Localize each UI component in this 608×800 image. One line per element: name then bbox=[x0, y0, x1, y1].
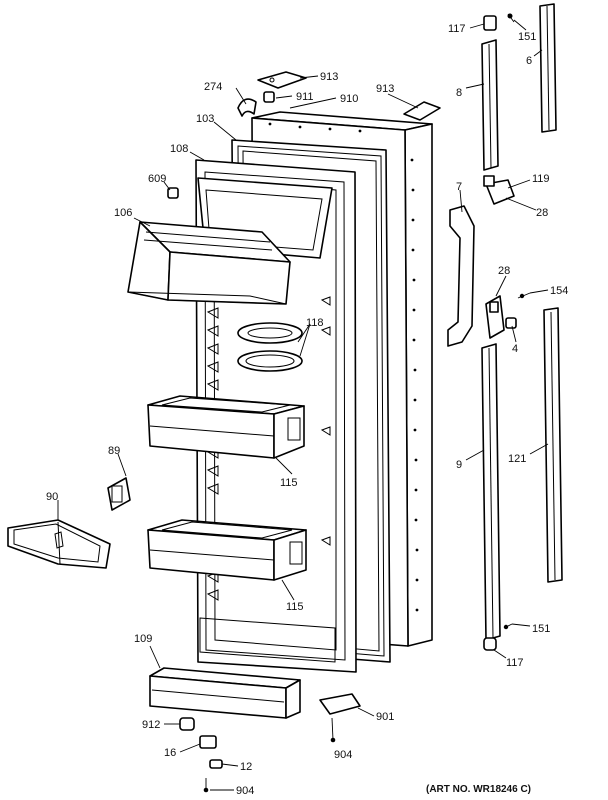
part-90-cover bbox=[7, 519, 111, 569]
label-16: 16 bbox=[164, 747, 176, 759]
label-28-lower: 28 bbox=[498, 265, 510, 277]
label-119: 119 bbox=[532, 173, 550, 185]
part-9-lower-channel bbox=[481, 343, 501, 641]
label-89: 89 bbox=[108, 445, 120, 457]
label-911: 911 bbox=[296, 91, 314, 103]
part-274-hinge bbox=[237, 98, 257, 117]
label-118: 118 bbox=[306, 317, 324, 329]
bottom-door-bin bbox=[149, 667, 301, 719]
label-117-bottom: 117 bbox=[506, 657, 524, 669]
art-number: (ART NO. WR18246 C) bbox=[426, 784, 531, 795]
label-12: 12 bbox=[240, 761, 252, 773]
label-103: 103 bbox=[196, 113, 214, 125]
part-904-screw-bottom bbox=[203, 778, 209, 793]
part-117-bottom bbox=[483, 637, 497, 651]
part-6-trim bbox=[539, 3, 557, 133]
door-bin-upper bbox=[147, 395, 305, 459]
label-106: 106 bbox=[114, 207, 132, 219]
label-8: 8 bbox=[456, 87, 462, 99]
label-9: 9 bbox=[456, 459, 462, 471]
label-154: 154 bbox=[550, 285, 568, 297]
label-910: 910 bbox=[340, 93, 358, 105]
part-151-top-screw bbox=[507, 13, 515, 23]
label-115-upper: 115 bbox=[280, 477, 298, 489]
label-151-top: 151 bbox=[518, 31, 536, 43]
label-913-top: 913 bbox=[320, 71, 338, 83]
label-117-top: 117 bbox=[448, 23, 466, 35]
label-274: 274 bbox=[204, 81, 222, 93]
part-913-top bbox=[257, 71, 307, 89]
part-12-bracket bbox=[209, 759, 223, 769]
label-7: 7 bbox=[456, 181, 462, 193]
label-609: 609 bbox=[148, 173, 166, 185]
part-901-shield bbox=[319, 693, 361, 715]
door-bin-lower bbox=[147, 519, 307, 581]
part-117-top bbox=[483, 15, 497, 31]
label-912: 912 bbox=[142, 719, 160, 731]
part-151-bottom-screw bbox=[503, 623, 513, 630]
part-911-bushing bbox=[263, 91, 275, 103]
label-109: 109 bbox=[134, 633, 152, 645]
label-4: 4 bbox=[512, 343, 518, 355]
part-7-handle bbox=[447, 205, 475, 347]
part-913-right bbox=[403, 101, 441, 121]
part-4-clip bbox=[505, 317, 517, 329]
butter-cover-parts bbox=[237, 322, 303, 372]
part-912-cap bbox=[179, 717, 195, 731]
label-151-bottom: 151 bbox=[532, 623, 550, 635]
part-28-hinge-lower bbox=[485, 295, 505, 339]
part-89-clip bbox=[107, 477, 131, 511]
label-901: 901 bbox=[376, 711, 394, 723]
callout-labels: 117 151 6 913 274 911 910 913 8 103 108 … bbox=[46, 23, 568, 797]
label-913-right: 913 bbox=[376, 83, 394, 95]
part-609-clip bbox=[167, 187, 179, 199]
leader-lines bbox=[57, 19, 549, 791]
part-121-trim bbox=[543, 307, 563, 583]
part-16-cam bbox=[199, 735, 217, 749]
part-904-screw-center bbox=[330, 717, 336, 743]
part-8-upper-channel bbox=[481, 39, 499, 171]
dairy-compartment bbox=[127, 221, 291, 305]
label-904-center: 904 bbox=[334, 749, 352, 761]
label-90: 90 bbox=[46, 491, 58, 503]
label-115-lower: 115 bbox=[286, 601, 304, 613]
label-904-bottom: 904 bbox=[236, 785, 254, 797]
label-28-upper: 28 bbox=[536, 207, 548, 219]
label-121: 121 bbox=[508, 453, 526, 465]
label-6: 6 bbox=[526, 55, 532, 67]
label-108: 108 bbox=[170, 143, 188, 155]
part-154-screw bbox=[517, 292, 531, 299]
